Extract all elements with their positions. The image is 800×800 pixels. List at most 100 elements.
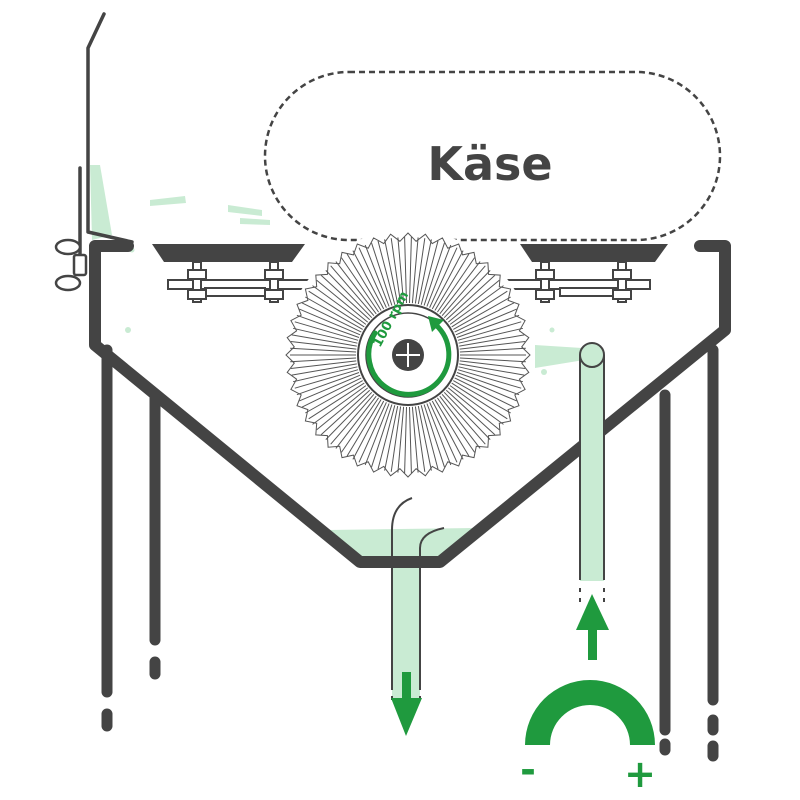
brush-bristle xyxy=(441,393,486,445)
brush-bristle xyxy=(417,239,432,305)
brush-bristle xyxy=(434,399,470,457)
brush-bristle xyxy=(456,372,520,396)
brush-bristle xyxy=(423,404,445,468)
bolt-left-1 xyxy=(187,261,207,303)
brush-bristle xyxy=(423,242,445,306)
brush-bristle xyxy=(346,253,382,311)
brush-bristle xyxy=(441,265,486,317)
brush-bristle xyxy=(414,406,426,472)
brush-bristle xyxy=(417,405,432,471)
brush-bristle xyxy=(301,302,362,333)
brush-bristle xyxy=(291,334,357,347)
brush-bristle xyxy=(290,341,357,350)
brush-bristle xyxy=(459,357,526,363)
brush-bristle xyxy=(459,363,525,376)
brush-bristle xyxy=(358,402,387,463)
brush-bristle xyxy=(447,279,500,323)
brush-bristle xyxy=(449,385,504,425)
brush-bristle xyxy=(299,308,361,336)
brush-bristle xyxy=(445,274,496,321)
brush-outline xyxy=(285,232,531,478)
brush-bristle xyxy=(458,327,524,344)
brush-bristle xyxy=(308,290,365,328)
brush-bristle xyxy=(301,377,362,408)
brush-bristle xyxy=(364,244,390,307)
brush-bristle xyxy=(352,250,385,310)
brush-bristle xyxy=(449,285,504,325)
brush-bristle xyxy=(312,385,367,425)
brush-bristle xyxy=(335,395,377,449)
brush-bristle xyxy=(397,406,405,473)
brush-bristle xyxy=(459,360,526,369)
brush-bristle xyxy=(445,389,496,436)
brush-bristle xyxy=(436,257,476,313)
brush-bristle xyxy=(459,341,526,350)
brush-bristle xyxy=(420,405,439,470)
brush-bristle xyxy=(454,302,515,333)
brush-bristle xyxy=(459,334,525,347)
arrow-up-icon xyxy=(576,594,609,660)
brush-bristle xyxy=(414,238,426,304)
brush-bristle xyxy=(439,261,481,315)
brush-bristle xyxy=(457,321,522,341)
brush-bristle xyxy=(294,369,359,389)
brush-bristle xyxy=(316,279,369,323)
brush-bristle xyxy=(384,405,399,471)
brush-bristle xyxy=(453,296,511,330)
pump-plus-label: + xyxy=(624,752,656,796)
support-plates xyxy=(152,244,668,262)
brush-bristle xyxy=(457,369,522,389)
brush-bristle xyxy=(420,240,439,305)
brush-bristle xyxy=(431,250,464,310)
brush-bristle xyxy=(291,363,357,376)
brush-bristle xyxy=(443,391,491,440)
tank-body xyxy=(89,240,731,568)
brush-bristle xyxy=(312,285,367,325)
rotation-arrow xyxy=(366,322,452,397)
brush-bristle xyxy=(429,247,458,308)
brush-bristle xyxy=(330,265,375,317)
wing-nut-icon xyxy=(54,238,88,292)
brush-bristle xyxy=(308,382,365,420)
brush-bristle xyxy=(390,238,402,304)
brush-bristle xyxy=(305,296,363,330)
spray-pipe xyxy=(579,342,605,602)
brush-bristle xyxy=(454,377,515,408)
brush-bristle xyxy=(404,236,407,304)
brush-bristle xyxy=(294,321,359,341)
cheese-label: Käse xyxy=(427,137,552,191)
brush-bristle xyxy=(346,399,382,457)
brush-bristle xyxy=(335,261,377,315)
brush-bristle xyxy=(320,274,371,321)
brush-bristle xyxy=(404,406,407,474)
brush-bristle xyxy=(296,372,360,396)
brush-bristle xyxy=(305,380,363,414)
brush-bristle xyxy=(299,374,361,402)
brush-bristle xyxy=(397,237,405,304)
bolt-right-2 xyxy=(612,261,632,303)
brush-bristle xyxy=(456,314,520,338)
brush-bristle xyxy=(325,270,373,319)
brush-bristle xyxy=(455,308,517,336)
brush-bristle xyxy=(443,270,491,319)
brush-bristle xyxy=(429,402,458,463)
brush-bristle xyxy=(411,237,419,304)
brush-bristle xyxy=(340,257,380,313)
water-spray-splashes xyxy=(90,165,584,375)
brush-bristle xyxy=(371,242,393,306)
brush-bristle xyxy=(377,405,396,470)
pump-icon: - + xyxy=(520,680,656,796)
brush-bristle xyxy=(453,380,511,414)
brush-bristle xyxy=(384,239,399,305)
brush-bristle xyxy=(458,366,524,383)
brush-bristle xyxy=(409,236,412,304)
brush-bristle xyxy=(371,404,393,468)
water-pool xyxy=(328,528,474,560)
rotation-arrow-head xyxy=(428,316,444,332)
brush-bristle xyxy=(377,240,396,305)
brush-bristle xyxy=(320,389,371,436)
brush-bristle xyxy=(434,253,470,311)
brush-bristle xyxy=(292,327,358,344)
brush-bristle xyxy=(340,397,380,453)
